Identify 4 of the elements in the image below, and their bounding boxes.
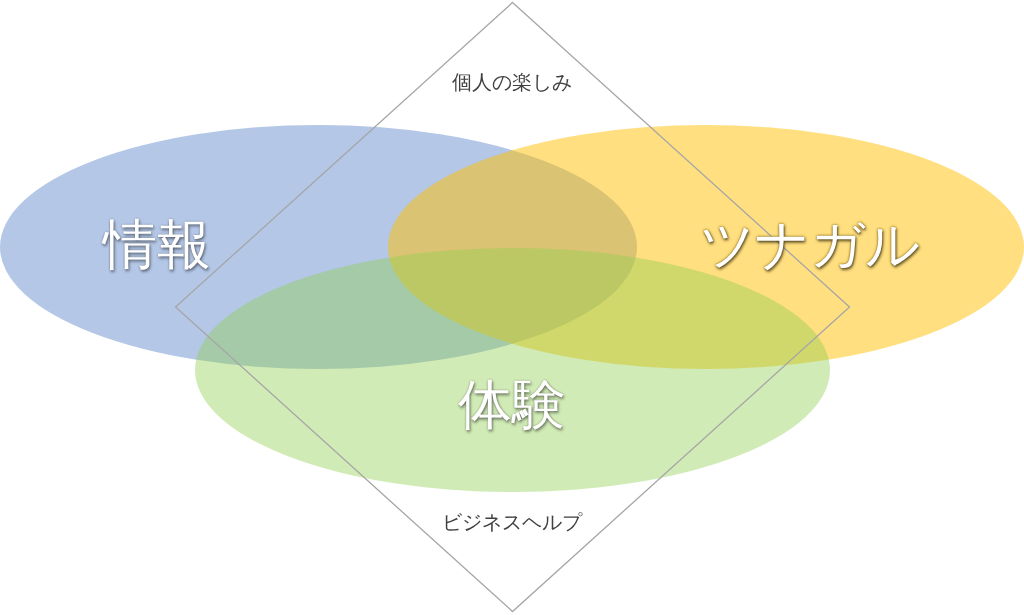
- set-label: 体験: [458, 378, 566, 432]
- corner-label: ビジネスヘルプ: [442, 512, 582, 532]
- corner-label: 個人の楽しみ: [452, 72, 572, 92]
- set-label: 情報: [103, 218, 211, 272]
